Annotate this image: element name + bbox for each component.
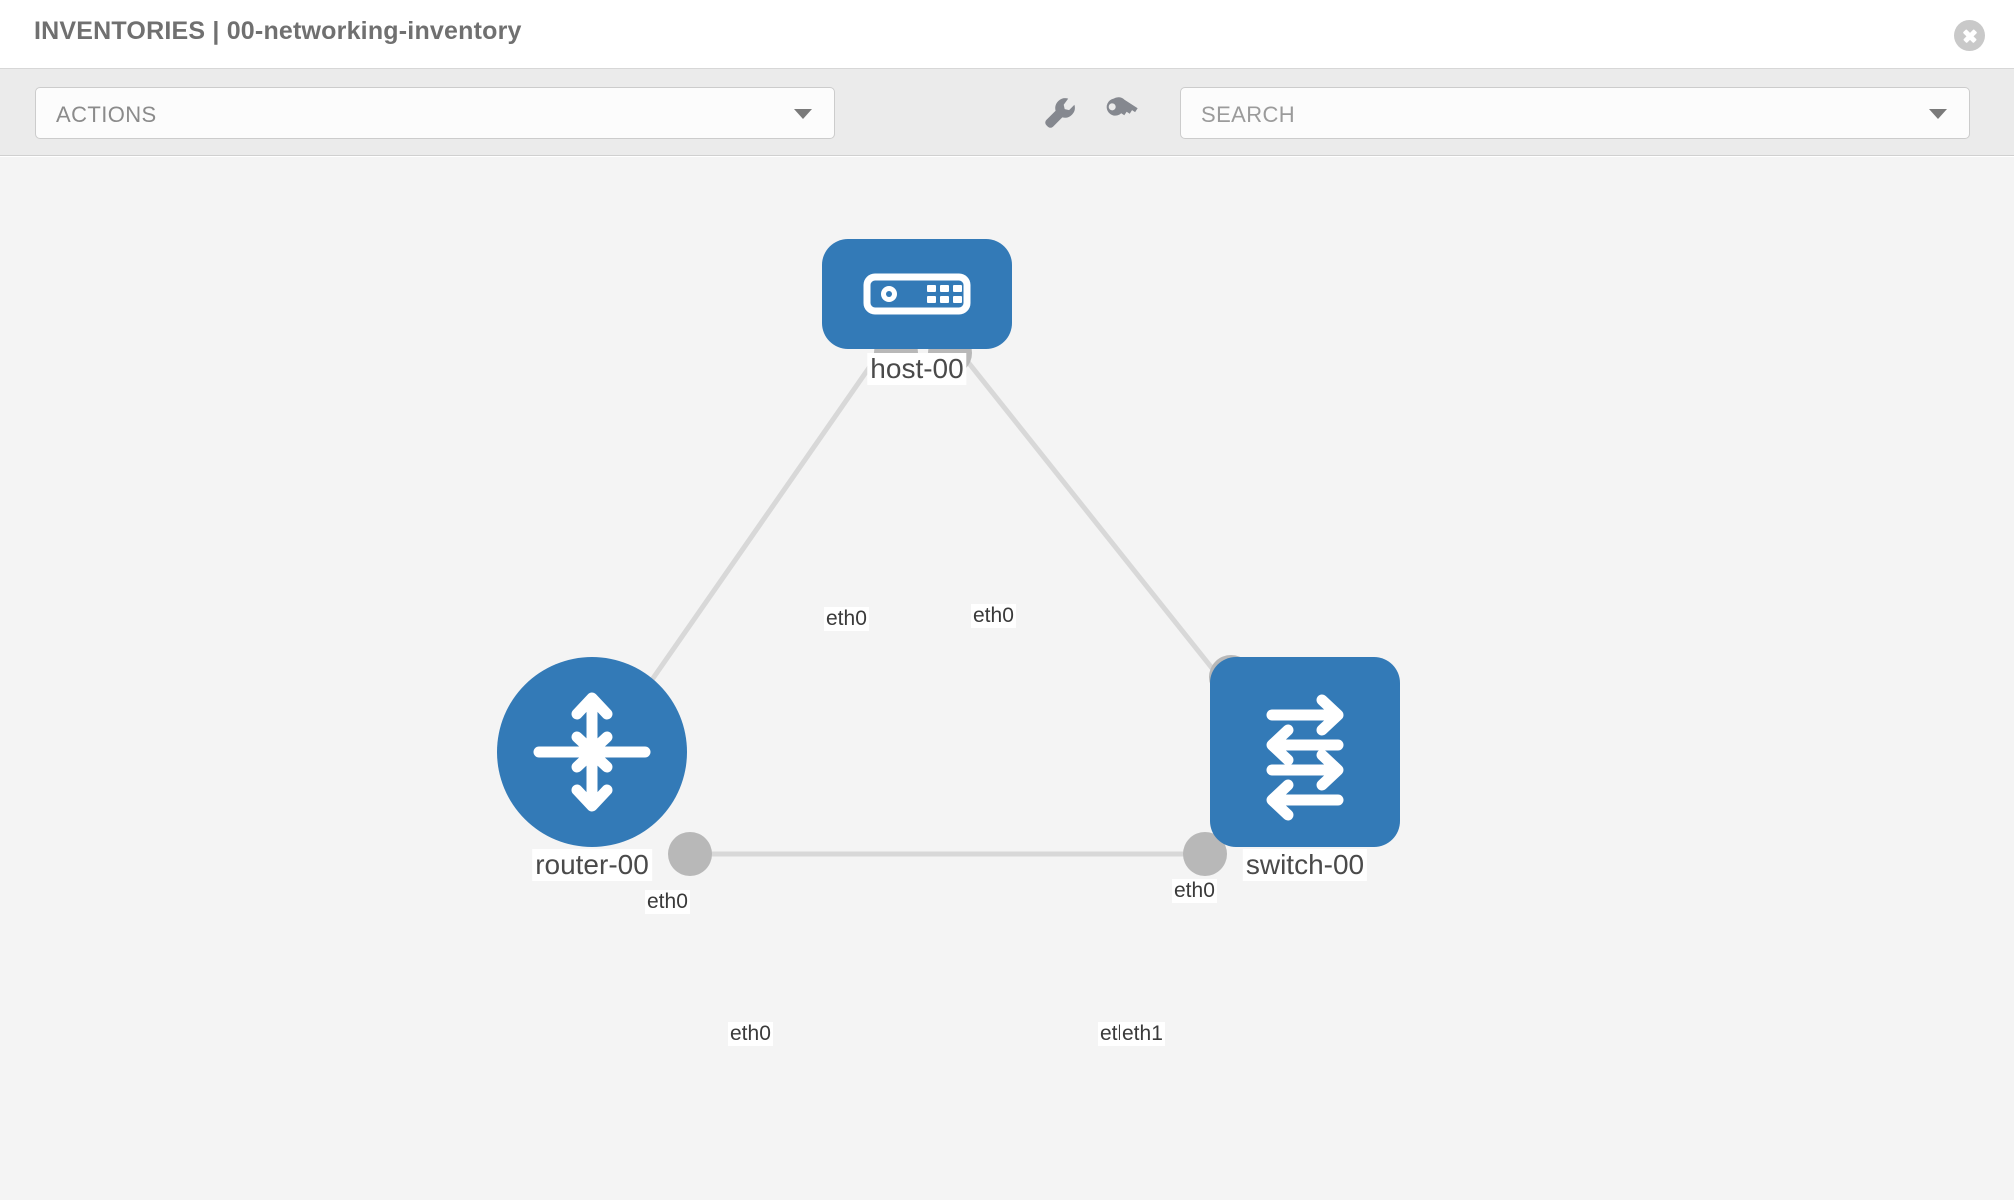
link-host-router xyxy=(637,350,883,699)
router-arrows-icon xyxy=(533,692,651,812)
search-placeholder-label: SEARCH xyxy=(1201,102,1296,127)
link-lines xyxy=(637,350,1237,857)
node-host-00-shape xyxy=(822,239,1012,349)
node-host-00-label: host-00 xyxy=(867,353,967,385)
node-router-00-shape xyxy=(497,657,687,847)
link-label-host-right: eth0 xyxy=(971,604,1016,628)
chevron-down-icon xyxy=(1929,109,1947,119)
node-host-00[interactable]: host-00 xyxy=(822,239,1012,385)
switch-arrows-icon xyxy=(1266,694,1344,821)
link-host-switch xyxy=(958,350,1237,699)
chevron-down-icon xyxy=(794,109,812,119)
wrench-icon[interactable] xyxy=(1038,91,1082,135)
connector-router-right xyxy=(668,832,712,876)
node-router-00-label: router-00 xyxy=(532,849,652,881)
key-icon[interactable] xyxy=(1098,91,1142,135)
page-header: INVENTORIES | 00-networking-inventory xyxy=(0,0,2014,69)
link-label-switch-up: eth0 xyxy=(1172,879,1217,903)
search-input[interactable]: SEARCH xyxy=(1180,87,1970,139)
connector-switch-left xyxy=(1183,832,1227,876)
server-icon xyxy=(863,273,971,315)
link-label-switch-left-eth1: eth1 xyxy=(1120,1022,1165,1046)
link-label-router-right: eth0 xyxy=(728,1022,773,1046)
actions-dropdown[interactable]: ACTIONS xyxy=(35,87,835,139)
link-connectors xyxy=(668,331,1253,876)
link-label-router-up: eth0 xyxy=(645,890,690,914)
topology-canvas[interactable]: host-00 xyxy=(0,157,2014,1200)
link-label-host-left: eth0 xyxy=(824,607,869,631)
actions-dropdown-label: ACTIONS xyxy=(56,102,157,127)
node-switch-00-shape xyxy=(1210,657,1400,847)
close-icon[interactable] xyxy=(1954,20,1985,51)
node-switch-00[interactable]: switch-00 xyxy=(1210,657,1400,881)
node-router-00[interactable]: router-00 xyxy=(497,657,687,881)
page-title: INVENTORIES | 00-networking-inventory xyxy=(34,17,522,45)
node-switch-00-label: switch-00 xyxy=(1242,849,1368,881)
toolbar: ACTIONS SEARCH xyxy=(0,69,2014,156)
